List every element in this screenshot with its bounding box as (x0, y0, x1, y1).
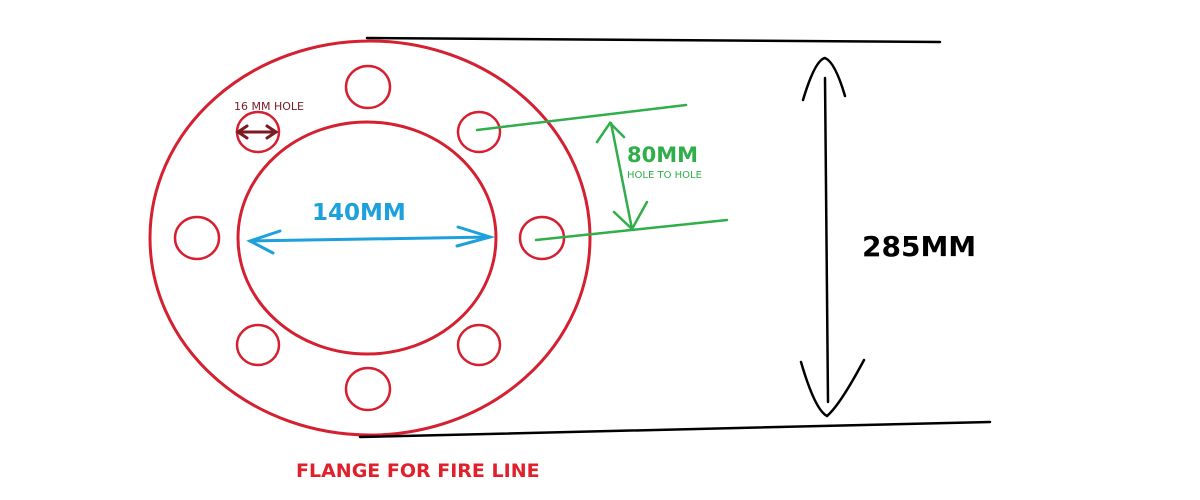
outer-diameter-lines (358, 36, 992, 439)
inner-diameter-arrow (246, 225, 496, 255)
outer-diameter-label: 285MM (862, 230, 976, 263)
bolt-hole (173, 215, 221, 261)
flange-outer-edge (148, 39, 592, 437)
hole-size-label: 16 MM HOLE (234, 100, 304, 113)
bolt-hole (344, 64, 392, 110)
hole-spacing-lines (475, 103, 729, 242)
bolt-hole (344, 366, 392, 412)
bolt-hole (456, 323, 502, 367)
hole-spacing-label: 80MM (627, 143, 698, 167)
hole-spacing-note: HOLE TO HOLE (627, 170, 702, 181)
flange-inner-bore (236, 120, 498, 356)
bolt-hole (235, 323, 281, 367)
inner-diameter-label: 140MM (312, 200, 406, 226)
bolt-holes (173, 64, 566, 412)
diagram-title: FLANGE FOR FIRE LINE (296, 460, 540, 482)
bolt-hole (456, 110, 502, 154)
hole-size-arrow (235, 124, 279, 140)
